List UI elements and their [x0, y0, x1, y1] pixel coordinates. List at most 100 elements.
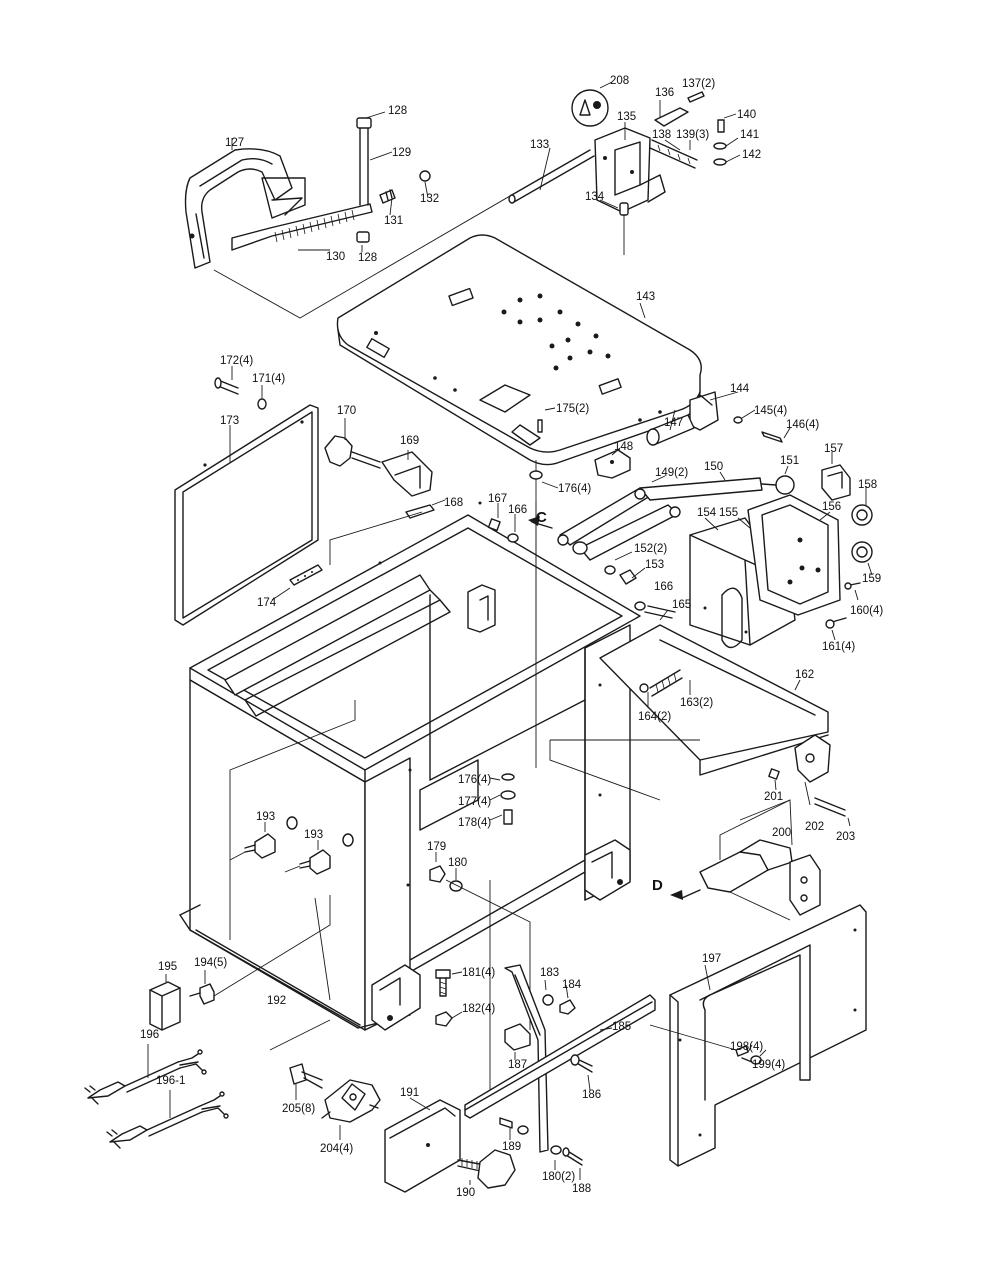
label-185: 185 — [612, 1021, 631, 1033]
label-166-mid: 166 — [654, 581, 673, 593]
label-182: 182(4) — [462, 1003, 495, 1015]
label-198: 198(4) — [730, 1041, 763, 1053]
label-148: 148 — [614, 441, 633, 453]
label-160: 160(4) — [850, 605, 883, 617]
stand-frame — [179, 460, 641, 1100]
view-marker-d: D — [652, 877, 663, 894]
label-200: 200 — [772, 827, 791, 839]
label-190: 190 — [456, 1187, 475, 1199]
label-151: 151 — [780, 455, 799, 467]
label-161: 161(4) — [822, 641, 855, 653]
label-186: 186 — [582, 1089, 601, 1101]
center-fasteners — [489, 407, 559, 825]
label-136: 136 — [655, 87, 674, 99]
label-172: 172(4) — [220, 355, 253, 367]
label-197: 197 — [702, 953, 721, 965]
label-139: 139(3) — [676, 129, 709, 141]
label-204: 204(4) — [320, 1143, 353, 1155]
label-201: 201 — [764, 791, 783, 803]
table-top — [336, 234, 702, 466]
view-marker-c: C — [536, 509, 547, 526]
label-137: 137(2) — [682, 78, 715, 90]
label-140: 140 — [737, 109, 756, 121]
label-144: 144 — [730, 383, 750, 395]
left-door-panel — [174, 366, 323, 626]
label-128-top: 128 — [388, 105, 407, 117]
label-167: 167 — [488, 493, 507, 505]
electrical-parts — [84, 895, 331, 1149]
label-193-b: 193 — [304, 829, 323, 841]
label-154: 154 — [697, 507, 717, 519]
label-165: 165 — [672, 599, 691, 611]
label-208: 208 — [610, 75, 629, 87]
vise-assembly — [184, 111, 511, 319]
label-146: 146(4) — [786, 419, 819, 431]
label-180: 180 — [448, 857, 467, 869]
label-203: 203 — [836, 831, 855, 843]
foot-bolts — [435, 969, 463, 1027]
label-174: 174 — [257, 597, 277, 609]
chip-tray — [549, 601, 829, 801]
label-149: 149(2) — [655, 467, 688, 479]
label-138: 138 — [652, 129, 671, 141]
rear-side-panel — [649, 904, 867, 1167]
leveling-foot — [269, 1019, 381, 1140]
label-181: 181(4) — [462, 967, 495, 979]
label-131: 131 — [384, 215, 403, 227]
fence-assembly — [508, 81, 741, 255]
label-162: 162 — [795, 669, 814, 681]
label-173: 173 — [220, 415, 239, 427]
label-180-2: 180(2) — [542, 1171, 575, 1183]
label-141: 141 — [740, 129, 759, 141]
label-134: 134 — [585, 191, 605, 203]
label-205: 205(8) — [282, 1103, 315, 1115]
hinge-bracket-assembly — [594, 391, 791, 479]
hydraulic-cylinder — [670, 734, 851, 921]
label-170: 170 — [337, 405, 356, 417]
label-169: 169 — [400, 435, 419, 447]
label-171: 171(4) — [252, 373, 285, 385]
motor-mount-arms — [557, 465, 795, 585]
label-195: 195 — [158, 961, 177, 973]
c-bracket — [467, 503, 553, 633]
label-155: 155 — [719, 507, 738, 519]
label-168: 168 — [444, 497, 463, 509]
label-194: 194(5) — [194, 957, 227, 969]
label-128-bottom: 128 — [358, 252, 377, 264]
label-191: 191 — [400, 1087, 419, 1099]
label-164: 164(2) — [638, 711, 671, 723]
label-188: 188 — [572, 1183, 591, 1195]
label-163: 163(2) — [680, 697, 713, 709]
label-157: 157 — [824, 443, 843, 455]
label-127: 127 — [225, 137, 244, 149]
label-184: 184 — [562, 979, 582, 991]
label-196: 196 — [140, 1029, 159, 1041]
label-177: 177(4) — [458, 796, 491, 808]
strain-relief-bushings — [229, 816, 354, 875]
label-132: 132 — [420, 193, 439, 205]
label-159: 159 — [862, 573, 881, 585]
label-196-1: 196-1 — [156, 1075, 185, 1087]
label-178: 178(4) — [458, 817, 491, 829]
label-175: 175(2) — [556, 403, 589, 415]
label-189: 189 — [502, 1141, 521, 1153]
label-183: 183 — [540, 967, 559, 979]
label-193-a: 193 — [256, 811, 275, 823]
label-153: 153 — [645, 559, 664, 571]
label-133: 133 — [530, 139, 549, 151]
label-147: 147 — [664, 417, 683, 429]
wheel-handle — [384, 1097, 516, 1193]
label-179: 179 — [427, 841, 446, 853]
lever-assembly — [464, 964, 656, 1180]
label-176-bottom: 176(4) — [458, 774, 491, 786]
label-135: 135 — [617, 111, 636, 123]
label-199: 199(4) — [752, 1059, 785, 1071]
label-158: 158 — [858, 479, 877, 491]
label-156: 156 — [822, 501, 841, 513]
label-129: 129 — [392, 147, 411, 159]
label-192: 192 — [267, 995, 286, 1007]
part-labels: 208 137(2) 136 135 138 139(3) 140 141 14… — [140, 75, 883, 1199]
label-145: 145(4) — [754, 405, 787, 417]
label-142: 142 — [742, 149, 761, 161]
